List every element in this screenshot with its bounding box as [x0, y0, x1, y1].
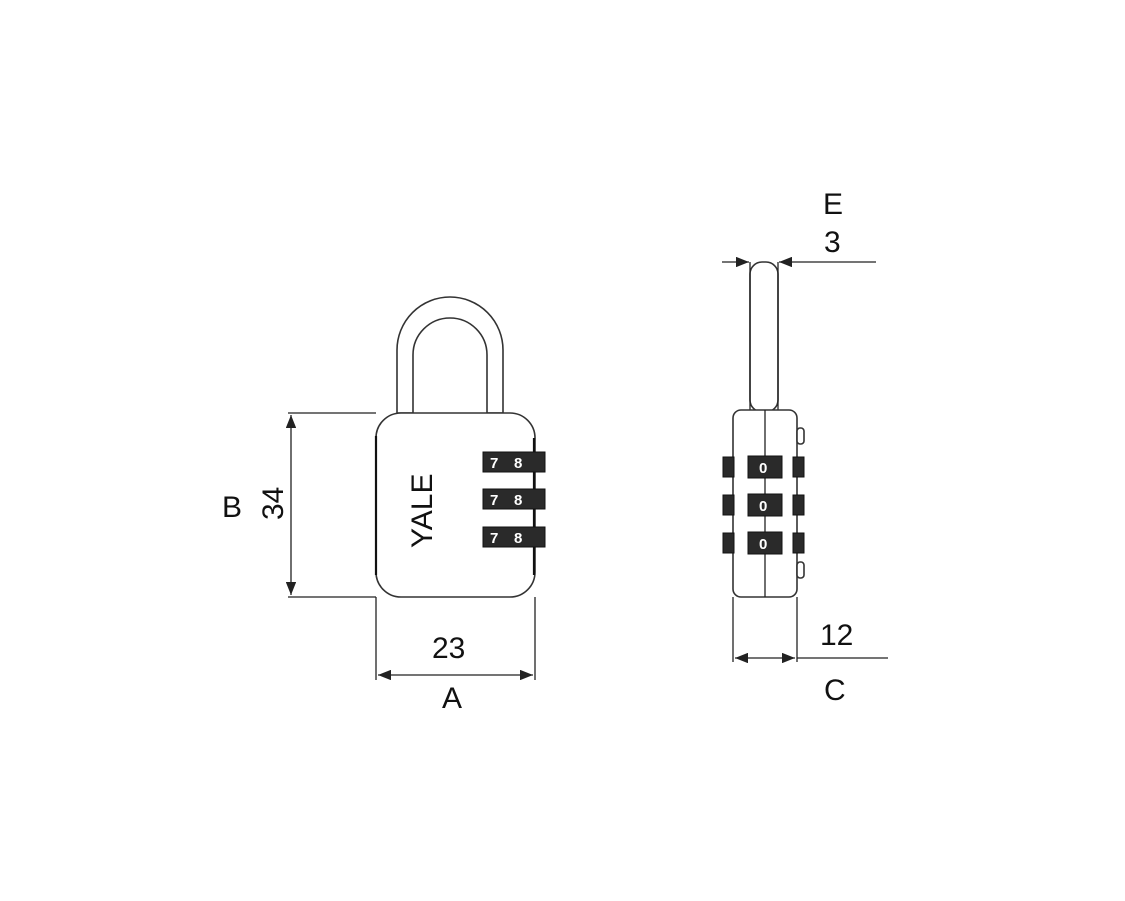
dim-e-value: 3 — [824, 226, 841, 259]
dim-c-value: 12 — [820, 619, 853, 652]
combination-wheels: 7 8 7 8 7 8 — [482, 451, 546, 548]
dimension-e: E 3 — [722, 188, 876, 268]
dimension-b: B 34 — [222, 412, 376, 598]
wheel-1: 7 8 — [482, 451, 546, 473]
wheel-digit: 0 — [759, 536, 767, 553]
wheel-digit: 0 — [759, 498, 767, 515]
wheel-digit: 8 — [514, 455, 522, 472]
side-shackle — [749, 261, 779, 413]
dim-a-letter: A — [442, 682, 462, 715]
wheel-digit: 7 — [490, 492, 498, 509]
wheel-2: 7 8 — [482, 488, 546, 510]
wheel-digit: 8 — [514, 492, 522, 509]
front-view: YALE 7 8 7 8 7 8 B 34 23 A — [222, 296, 546, 715]
dimension-a: 23 A — [375, 597, 536, 715]
dimension-c: 12 C — [732, 597, 888, 707]
dim-b-value: 34 — [257, 487, 290, 520]
brand-label: YALE — [406, 474, 439, 549]
dim-b-letter: B — [222, 491, 242, 524]
wheel-digit: 7 — [490, 455, 498, 472]
wheel-digit: 8 — [514, 530, 522, 547]
wheel-digit: 0 — [759, 460, 767, 477]
wheel-3: 7 8 — [482, 526, 546, 548]
side-wheels: 0 0 0 — [722, 455, 805, 555]
dim-e-letter: E — [823, 188, 843, 221]
dim-c-letter: C — [824, 674, 846, 707]
shackle — [396, 296, 504, 414]
wheel-digit: 7 — [490, 530, 498, 547]
dim-a-value: 23 — [432, 632, 465, 665]
side-view: 0 0 0 E 3 12 C — [722, 188, 888, 707]
